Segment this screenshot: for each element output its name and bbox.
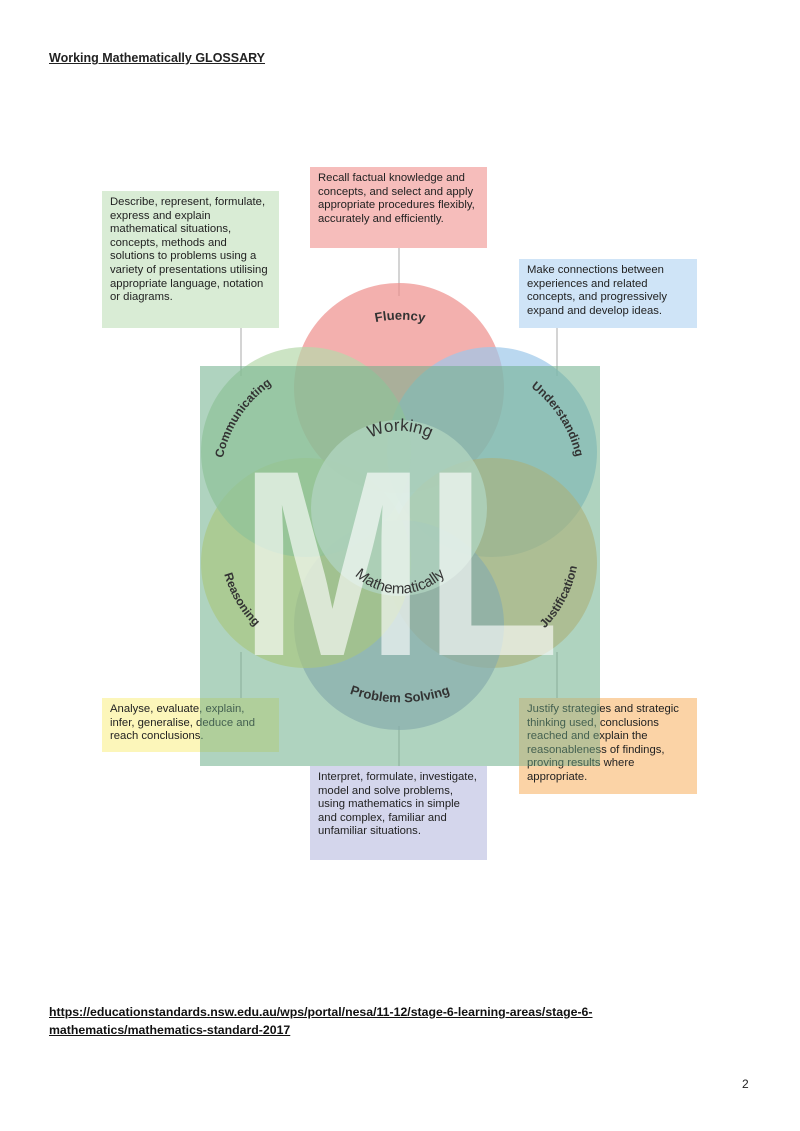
problem-solving-description: Interpret, formulate, investigate, model… [310,766,487,860]
source-link[interactable]: https://educationstandards.nsw.edu.au/wp… [49,1005,593,1037]
reasoning-description: Analyse, evaluate, explain, infer, gener… [102,698,279,752]
watermark-overlay-right [519,698,600,766]
watermark-logo: ML [240,416,560,712]
understanding-description: Make connections between experiences and… [519,259,697,328]
fluency-label: Fluency [373,308,427,326]
page-title: Working Mathematically GLOSSARY [49,51,266,65]
watermark-overlay-left [200,698,279,752]
svg-text:Fluency: Fluency [373,308,427,326]
page-number: 2 [742,1077,749,1091]
svg-text:Problem Solving: Problem Solving [349,682,452,705]
problem-solving-label: Problem Solving [349,682,452,705]
justification-description: Justify strategies and strategic thinkin… [519,698,697,794]
fluency-description: Recall factual knowledge and concepts, a… [310,167,487,248]
communicating-description: Describe, represent, formulate, express … [102,191,279,328]
